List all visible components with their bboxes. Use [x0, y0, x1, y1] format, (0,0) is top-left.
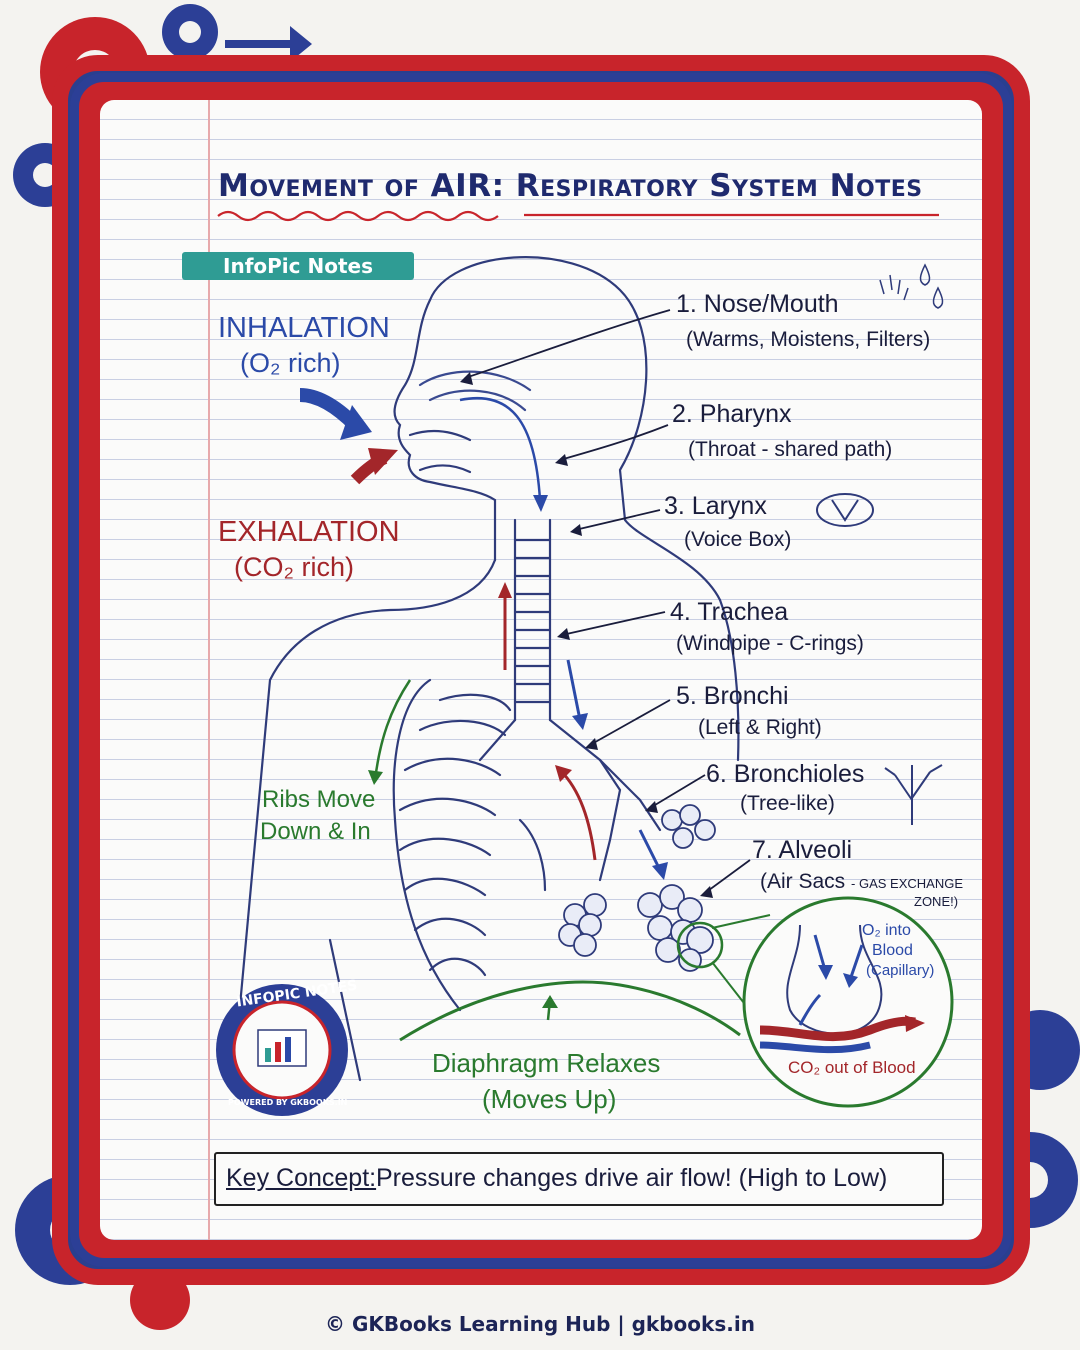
part-label-pharynx: 2. Pharynx: [672, 400, 792, 428]
alveoli-desc-small: - GAS EXCHANGE: [851, 876, 963, 891]
key-concept-label: Key Concept:: [226, 1164, 377, 1192]
part-label-alveoli: 7. Alveoli: [752, 836, 853, 864]
part-label-nose: 1. Nose/Mouth: [676, 290, 839, 318]
part-desc-trachea: (Windpipe - C-rings): [676, 632, 864, 655]
title-underline: [217, 210, 939, 222]
alveoli-desc-main: (Air Sacs: [760, 870, 846, 893]
water-drop-icon: [879, 263, 944, 309]
infopic-badge: InfoPic Notes: [182, 252, 414, 280]
part-desc-larynx: (Voice Box): [684, 528, 792, 551]
part-desc-alveoli: (Air Sacs - GAS EXCHANGE: [760, 870, 963, 894]
part-label-larynx: 3. Larynx: [664, 492, 767, 520]
part-desc-bronchi: (Left & Right): [698, 716, 822, 739]
diaphragm-label-2: (Moves Up): [482, 1084, 617, 1114]
inhalation-sub: (O₂ rich): [240, 348, 341, 378]
part-label-bronchioles: 6. Bronchioles: [706, 760, 865, 788]
exhalation-sub: (CO₂ rich): [234, 552, 354, 582]
ribs-label-2: Down & In: [260, 818, 371, 845]
inset-o2-line3: (Capillary): [866, 962, 935, 979]
diaphragm-label-1: Diaphragm Relaxes: [432, 1048, 661, 1078]
part-desc-nose: (Warms, Moistens, Filters): [686, 328, 931, 351]
larynx-icon: [816, 493, 874, 527]
seal-bottom-text: POWERED BY GKBOOKS.IN: [228, 1098, 348, 1107]
part-desc-pharynx: (Throat - shared path): [688, 438, 893, 461]
footer-credit: © GKBooks Learning Hub | gkbooks.in: [325, 1312, 755, 1336]
inset-co2-label: CO₂ out of Blood: [788, 1058, 916, 1077]
inhalation-label: INHALATION: [218, 312, 390, 344]
inset-o2-line1: O₂ into: [862, 922, 911, 939]
part-label-bronchi: 5. Bronchi: [676, 682, 789, 710]
margin-line: [208, 100, 210, 1240]
key-concept-box: Key Concept: Pressure changes drive air …: [214, 1152, 944, 1206]
exhalation-label: EXHALATION: [218, 516, 400, 548]
tree-icon: [884, 764, 943, 825]
key-concept-text: Pressure changes drive air flow! (High t…: [376, 1164, 888, 1192]
page-title: Movement of AIR: Respiratory System Note…: [218, 168, 958, 204]
inset-o2-line2: Blood: [872, 942, 913, 959]
title-part2: Respiratory System Notes: [515, 168, 923, 204]
ribs-label-1: Ribs Move: [262, 786, 376, 813]
title-part1: Movement of AIR:: [218, 168, 505, 204]
part-label-trachea: 4. Trachea: [670, 598, 789, 626]
part-desc-bronchioles: (Tree-like): [740, 792, 835, 815]
alveoli-desc-small2: ZONE!): [914, 894, 959, 909]
